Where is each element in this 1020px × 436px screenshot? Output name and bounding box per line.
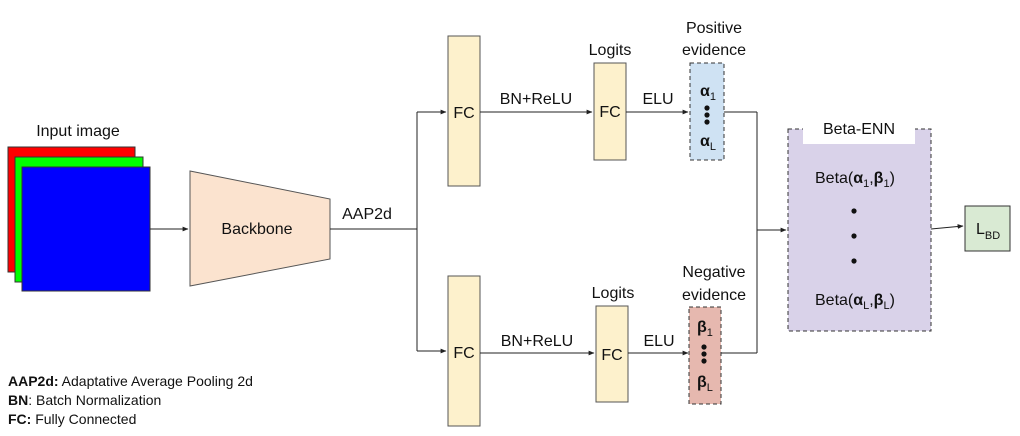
- beta-last-term: Beta(αL,βL): [815, 292, 895, 312]
- input-image: Input image: [7, 123, 151, 292]
- positive-evidence-title-line1: Positive: [686, 20, 742, 37]
- abbreviation-legend: AAP2d: Adaptative Average Pooling 2d BN:…: [8, 372, 253, 429]
- legend-item: AAP2d: Adaptative Average Pooling 2d: [8, 372, 253, 391]
- beta-first: β1: [697, 319, 713, 339]
- beta-enn-dot: [851, 233, 857, 239]
- elu-bottom-label: ELU: [643, 333, 674, 350]
- beta-first-term: Beta(α1,β1): [815, 170, 895, 190]
- edge-to-loss: [930, 224, 964, 230]
- logits-bottom-block: [595, 305, 629, 403]
- backbone-label: Backbone: [221, 221, 292, 238]
- legend-text: Adaptative Average Pooling 2d: [58, 373, 253, 389]
- negative-evidence-title-line1: Negative: [682, 264, 745, 281]
- positive-dot: [704, 112, 710, 118]
- alpha-last: αL: [700, 133, 716, 153]
- positive-dot: [704, 119, 710, 125]
- beta-enn-block: [787, 128, 932, 332]
- legend-abbr: FC:: [8, 411, 32, 427]
- logits-bottom-label: FC: [601, 347, 622, 364]
- beta-enn-title-bg: [803, 118, 915, 144]
- beta-enn-dot: [851, 208, 857, 214]
- logits-top-block: [593, 62, 627, 161]
- legend-text: Fully Connected: [31, 411, 137, 427]
- negative-dot: [701, 358, 707, 364]
- fc-top-block: [447, 35, 481, 187]
- fc-bottom-label: FC: [453, 345, 474, 362]
- legend-item: BN: Batch Normalization: [8, 391, 253, 410]
- bn-relu-bottom-label: BN+ReLU: [501, 333, 573, 350]
- loss-block: [964, 205, 1011, 252]
- elu-top-label: ELU: [642, 91, 673, 108]
- legend-abbr: BN: [8, 392, 29, 408]
- fc-bottom-block: [447, 275, 481, 427]
- loss-label: LBD: [976, 221, 1000, 242]
- beta-enn-title: Beta-ENN: [823, 121, 895, 138]
- positive-evidence-block: [689, 62, 725, 161]
- beta-enn-dot: [851, 258, 857, 264]
- logits-top-title: Logits: [589, 42, 632, 59]
- aap2d-label: AAP2d: [342, 206, 392, 223]
- bn-relu-top-label: BN+ReLU: [500, 91, 572, 108]
- input-image-label: Input image: [36, 123, 120, 140]
- fc-top-label: FC: [453, 105, 474, 122]
- beta-last: βL: [697, 374, 713, 394]
- negative-dot: [701, 344, 707, 350]
- legend-abbr: AAP2d:: [8, 373, 59, 389]
- alpha-first: α1: [700, 83, 716, 103]
- legend-item: FC: Fully Connected: [8, 410, 253, 429]
- legend-text: : Batch Normalization: [28, 392, 162, 408]
- positive-dot: [704, 105, 710, 111]
- negative-dot: [701, 351, 707, 357]
- logits-top-label: FC: [599, 104, 620, 121]
- image-blue-channel: [21, 166, 151, 292]
- negative-evidence-title-line2: evidence: [682, 287, 746, 304]
- backbone-block: [189, 170, 331, 287]
- positive-evidence-title-line2: evidence: [682, 42, 746, 59]
- logits-bottom-title: Logits: [592, 285, 635, 302]
